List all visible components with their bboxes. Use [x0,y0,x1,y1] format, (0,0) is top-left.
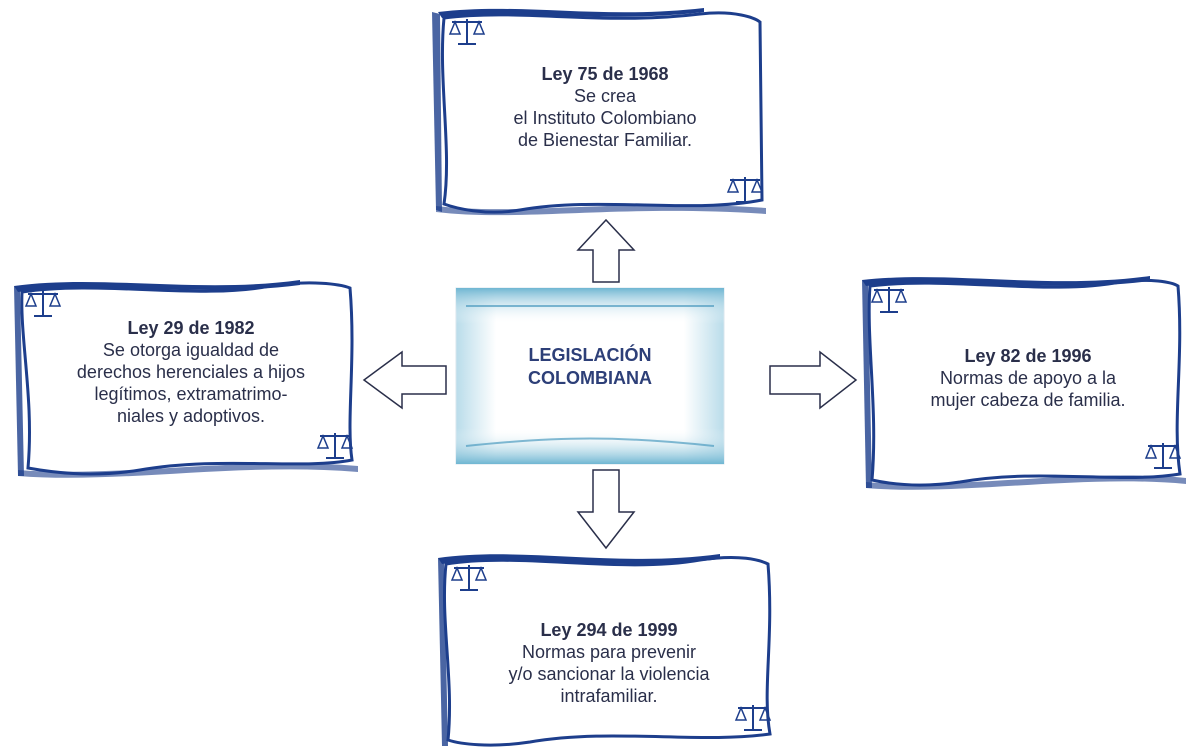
center-box-frame [455,287,725,465]
box-ley-82: Ley 82 de 1996 Normas de apoyo a la muje… [880,346,1176,412]
box-line: intrafamiliar. [560,685,658,706]
box-ley-294-frame [438,554,772,747]
box-ley-75-frame [432,8,766,216]
center-title: LEGISLACIÓN COLOMBIANA [462,344,718,391]
box-line: Normas de apoyo a la [939,367,1117,388]
box-line: y/o sancionar la violencia [508,663,710,684]
box-line: Se crea [573,85,637,106]
arrow-left [362,350,447,410]
box-line: legítimos, extramatrimo- [94,383,288,404]
box-line: mujer cabeza de familia. [930,389,1126,410]
box-line: derechos herenciales a hijos [76,361,306,382]
box-line: niales y adoptivos. [116,405,266,426]
center-title-line: COLOMBIANA [528,368,652,389]
box-line: Se otorga igualdad de [102,339,280,360]
box-ley-82-frame [862,276,1186,490]
box-ley-29-frame [14,280,358,478]
box-title: Ley 75 de 1968 [541,64,669,84]
box-title: Ley 29 de 1982 [127,318,255,338]
arrow-up [576,218,636,283]
box-ley-29: Ley 29 de 1982 Se otorga igualdad de der… [36,318,346,428]
arrow-down [576,469,636,550]
arrow-right [769,350,858,410]
box-title: Ley 82 de 1996 [964,346,1092,366]
center-title-line: LEGISLACIÓN [528,345,652,365]
box-title: Ley 294 de 1999 [540,620,678,640]
box-line: el Instituto Colombiano [513,107,697,128]
box-line: Normas para prevenir [521,641,697,662]
box-line: de Bienestar Familiar. [517,129,693,150]
box-ley-75: Ley 75 de 1968 Se crea el Instituto Colo… [452,64,758,152]
box-ley-294: Ley 294 de 1999 Normas para prevenir y/o… [456,620,762,708]
